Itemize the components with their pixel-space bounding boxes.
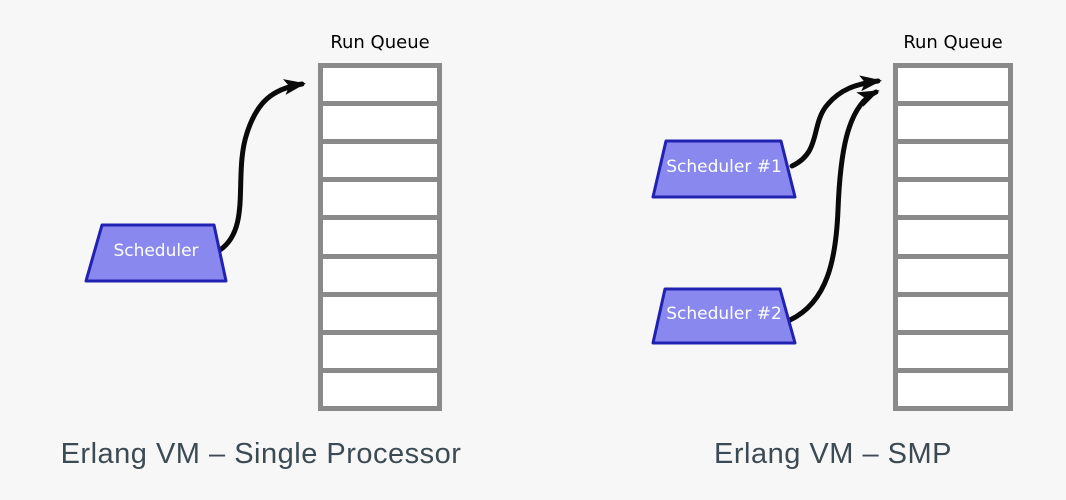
queue-cell xyxy=(898,334,1008,368)
queue-cell xyxy=(323,220,437,254)
panel-caption-single-processor: Erlang VM – Single Processor xyxy=(60,438,462,470)
queue-cell xyxy=(323,182,437,216)
trapezoid-icon xyxy=(651,287,797,345)
queue-cell xyxy=(898,182,1008,216)
queue-cell xyxy=(898,144,1008,178)
run-queue-label: Run Queue xyxy=(903,32,1003,53)
queue-cell xyxy=(323,68,437,102)
queue-cell xyxy=(898,220,1008,254)
queue-cell xyxy=(323,296,437,330)
panel-caption-smp: Erlang VM – SMP xyxy=(714,438,952,470)
scheduler-label: Scheduler xyxy=(113,241,199,261)
run-queue xyxy=(318,63,442,411)
queue-cell xyxy=(323,144,437,178)
scheduler-2-shape: Scheduler #2 xyxy=(650,286,798,346)
queue-cell xyxy=(898,68,1008,102)
queue-cell xyxy=(323,334,437,368)
queue-cell xyxy=(898,258,1008,292)
scheduler-1-shape: Scheduler #1 xyxy=(650,138,798,200)
single-scheduler-arrow-icon xyxy=(217,79,306,253)
smp-scheduler1-arrow-icon xyxy=(789,75,882,169)
queue-cell xyxy=(898,372,1008,406)
scheduler-1-label: Scheduler #1 xyxy=(666,157,782,177)
queue-cell xyxy=(323,372,437,406)
run-queue xyxy=(893,63,1013,411)
run-queue-label: Run Queue xyxy=(330,32,430,53)
trapezoid-icon xyxy=(84,223,228,283)
queue-cell xyxy=(323,106,437,140)
scheduler-2-label: Scheduler #2 xyxy=(666,304,782,324)
scheduler-shape: Scheduler xyxy=(83,222,229,284)
queue-cell xyxy=(898,106,1008,140)
queue-cell xyxy=(323,258,437,292)
queue-cell xyxy=(898,296,1008,330)
smp-scheduler2-arrow-icon xyxy=(787,89,880,323)
